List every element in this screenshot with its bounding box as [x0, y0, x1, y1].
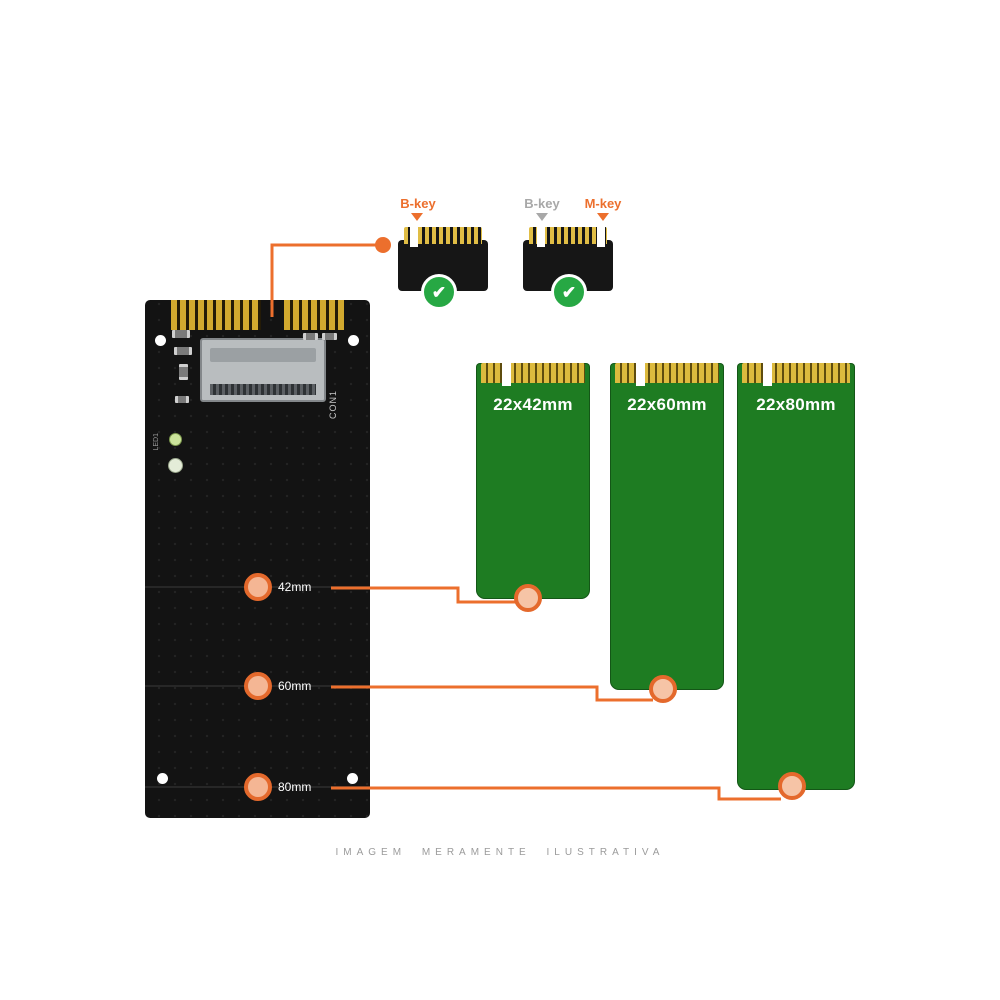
mounting-hole [347, 773, 358, 784]
ssd-card-2242: 22x42mm [476, 361, 590, 599]
smd-component [179, 364, 188, 380]
key-pointer-dot [375, 237, 391, 253]
smd-component [175, 396, 189, 403]
card-edge-fingers [615, 363, 719, 383]
connector-pins [404, 227, 482, 244]
b-key-label: B-key [400, 196, 436, 211]
watermark-text: IMAGEM MERAMENTE ILUSTRATIVA [335, 847, 665, 858]
smd-component [172, 330, 190, 338]
edge-connector-fingers [284, 300, 344, 330]
standoff-line-60mm [145, 685, 370, 687]
m-key-label: M-key [584, 196, 622, 211]
b-key-label-muted: B-key [524, 196, 560, 211]
mounting-hole [157, 773, 168, 784]
socket-label: CON1 [328, 390, 338, 420]
callout-line-80mm [331, 786, 781, 801]
callout-line-60mm [331, 685, 653, 702]
callout-label-42mm: 42mm [278, 580, 312, 594]
key-pointer-triangle [536, 213, 548, 221]
smd-component [322, 333, 337, 340]
card-size-label: 22x80mm [756, 395, 836, 414]
edge-connector-fingers [171, 300, 261, 330]
led-indicator [168, 458, 183, 473]
adapter-pcb: CON1 LED1 [145, 300, 370, 818]
card-edge-fingers [742, 363, 850, 383]
key-pointer-triangle [597, 213, 609, 221]
b-key-notch [537, 225, 545, 247]
check-icon: ✔ [421, 274, 457, 310]
socket-slot [210, 348, 316, 362]
socket-contacts [210, 384, 316, 395]
m2-socket [200, 338, 326, 402]
smd-component [174, 347, 192, 355]
mounting-hole [155, 335, 166, 346]
connector-pins [529, 227, 607, 244]
card-key-notch [636, 361, 645, 386]
check-icon: ✔ [551, 274, 587, 310]
callout-label-60mm: 60mm [278, 679, 312, 693]
led-label: LED1 [153, 433, 160, 451]
card-size-label: 22x42mm [493, 395, 573, 414]
standoff-line-42mm [145, 586, 370, 588]
card-key-notch [502, 361, 511, 386]
led-indicator [169, 433, 182, 446]
ssd-card-2280: 22x80mm [737, 361, 855, 790]
standoff-line-80mm [145, 786, 370, 788]
mounting-hole [348, 335, 359, 346]
b-key-notch [410, 225, 418, 247]
card-key-notch [763, 361, 772, 386]
ssd-card-2260: 22x60mm [610, 361, 724, 690]
card-edge-fingers [481, 363, 585, 383]
card-size-label: 22x60mm [627, 395, 707, 414]
callout-label-80mm: 80mm [278, 780, 312, 794]
m-key-notch [597, 225, 605, 247]
key-pointer-triangle [411, 213, 423, 221]
smd-component [303, 333, 318, 340]
b-m-key-connector-diagram [523, 225, 613, 291]
